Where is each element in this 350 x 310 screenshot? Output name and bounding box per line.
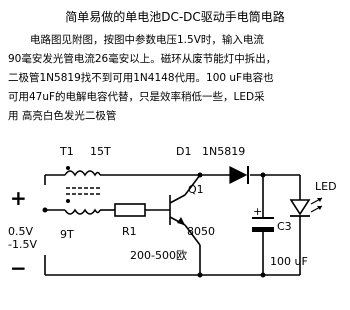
label-d1: D1 — [176, 145, 191, 158]
junction-dot-collector — [197, 172, 203, 178]
winding-dot-secondary — [66, 199, 70, 203]
led-triangle — [289, 199, 311, 216]
cap-plus-sign: + — [253, 205, 262, 218]
led-ray-arrow-1 — [317, 198, 322, 202]
diode-d1 — [229, 166, 249, 184]
battery-minus-sign: − — [10, 256, 27, 280]
description-line: 电路图见附图，按图中参数电压1.5V时，输入电流 — [30, 34, 264, 46]
led-symbol — [289, 197, 323, 230]
label-15t: 15T — [90, 145, 111, 158]
label-c3: C3 — [277, 220, 292, 233]
battery-plus-sign: + — [10, 186, 27, 210]
capacitor-c3 — [252, 217, 274, 232]
label-r1-value: 200-500欧 — [130, 249, 187, 262]
winding-dot-primary — [66, 166, 70, 170]
wire-collector — [184, 174, 201, 196]
junction-dot-cap-bottom — [260, 272, 266, 278]
wires — [44, 174, 301, 276]
cap-plate-bottom — [252, 227, 274, 232]
battery-voltage-line-2: -1.5V — [8, 238, 37, 251]
junction-dot-emitter — [197, 272, 203, 278]
description-line: 可用47uF的电解电容代替，只是效率稍低一些，LED采 — [8, 91, 265, 103]
junction-dot-cap-top — [260, 172, 266, 178]
transformer-t1 — [64, 170, 101, 215]
label-r1: R1 — [122, 225, 137, 238]
description-line: 二极管1N5819找不到可用1N4148代用。100 uF电容也 — [8, 72, 274, 84]
wire-emitter — [184, 224, 201, 246]
label-t1: T1 — [59, 145, 74, 158]
led-ray-arrow-2 — [317, 206, 322, 210]
diode-triangle — [229, 166, 248, 184]
description-line: 90毫安发光管电流26毫安以上。磁环从废节能灯中拆出， — [8, 53, 277, 65]
description-paragraph: 电路图见附图，按图中参数电压1.5V时，输入电流 90毫安发光管电流26毫安以上… — [8, 31, 348, 126]
label-q1: Q1 — [188, 183, 204, 196]
label-led: LED — [315, 180, 337, 193]
primary-winding — [64, 170, 101, 177]
transistor-collector-lead — [169, 194, 186, 204]
junction-dot-left — [42, 207, 48, 213]
transistor-emitter-arrow — [177, 217, 185, 225]
secondary-winding — [64, 208, 101, 215]
page-title: 简单易做的单电池DC-DC驱动手电筒电路 — [65, 10, 285, 24]
label-100uf: 100 uF — [270, 255, 308, 268]
label-1n5819: 1N5819 — [202, 145, 245, 158]
battery-voltage-line-1: 0.5V — [8, 225, 33, 238]
label-8050: 8050 — [187, 225, 215, 238]
description-line: 用 高亮白色发光二极管 — [8, 110, 117, 122]
label-9t: 9T — [60, 228, 74, 241]
resistor-r1 — [114, 203, 146, 217]
